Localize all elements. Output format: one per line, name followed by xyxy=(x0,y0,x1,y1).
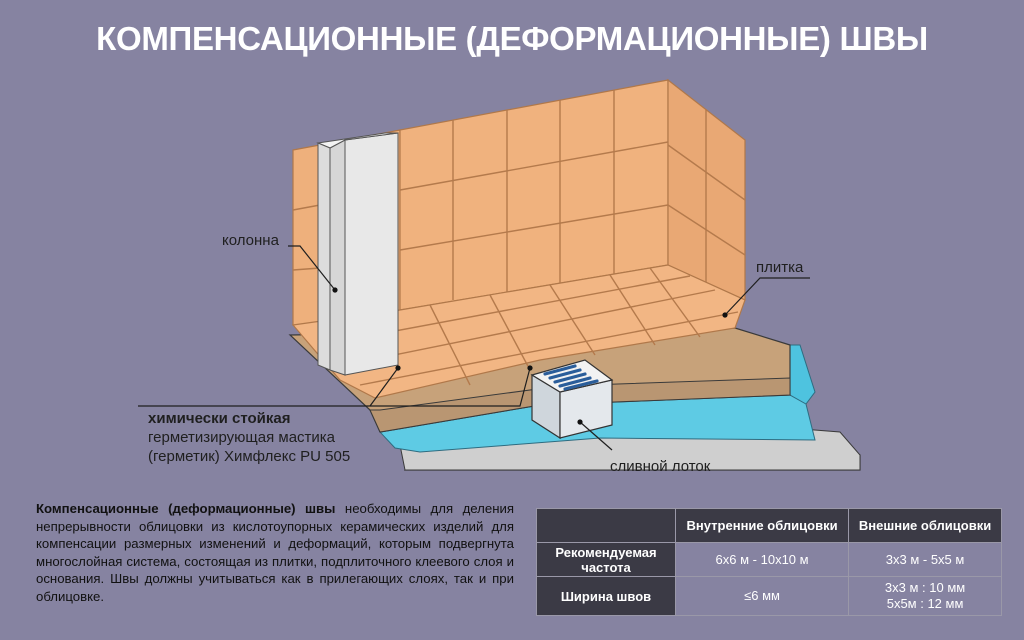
cell-width-external-line1: 3х3 м : 10 мм xyxy=(884,580,966,595)
column-front xyxy=(344,132,399,376)
description-text: Компенсационные (деформационные) швы нео… xyxy=(36,500,514,606)
cell-frequency-internal: 6х6 м - 10х10 м xyxy=(674,542,850,577)
page-title: КОМПЕНСАЦИОННЫЕ (ДЕФОРМАЦИОННЫЕ) ШВЫ xyxy=(96,20,928,57)
description-bold: Компенсационные (деформационные) швы xyxy=(36,501,336,516)
table-header-internal: Внутренние облицовки xyxy=(674,508,850,543)
drain-grate-icon xyxy=(543,364,599,391)
table-row: Рекомендуемая частота 6х6 м - 10х10 м 3х… xyxy=(536,542,1002,577)
mastic-label-line1: герметизирующая мастика xyxy=(148,429,336,446)
table-row: Ширина швов ≤6 мм 3х3 м : 10 мм 5х5м : 1… xyxy=(536,576,1002,616)
tiled-floor xyxy=(291,264,746,399)
cell-width-external: 3х3 м : 10 мм 5х5м : 12 мм xyxy=(848,576,1002,616)
column-side xyxy=(329,139,346,376)
cell-width-internal: ≤6 мм xyxy=(674,576,850,616)
row-label-frequency: Рекомендуемая частота xyxy=(536,542,676,577)
drain-leader xyxy=(579,421,613,451)
cell-frequency-external: 3х3 м - 5х5 м xyxy=(848,542,1002,577)
cell-width-external-line2: 5х5м : 12 мм xyxy=(886,596,964,611)
column-leader xyxy=(288,245,336,291)
row-label-width: Ширина швов xyxy=(536,576,676,616)
column-label: колонна xyxy=(222,232,279,249)
wall-grout-lines xyxy=(292,90,746,300)
mastic-leader-2 xyxy=(370,367,531,407)
description-body: необходимы для деления непрерывности обл… xyxy=(36,501,514,604)
drain-label: сливной лоток xyxy=(610,458,711,475)
mastic-label-line2: (герметик) Химфлекс PU 505 xyxy=(148,448,351,465)
joints-table: Внутренние облицовки Внешние облицовки Р… xyxy=(536,508,1002,616)
mastic-label-bold: химически стойкая xyxy=(148,410,291,427)
column-left xyxy=(317,142,331,371)
tile-leader xyxy=(724,277,810,316)
table-header-external: Внешние облицовки xyxy=(848,508,1002,543)
floor-section-diagram xyxy=(138,78,861,471)
table-corner xyxy=(536,508,676,543)
tile-label: плитка xyxy=(756,259,804,276)
